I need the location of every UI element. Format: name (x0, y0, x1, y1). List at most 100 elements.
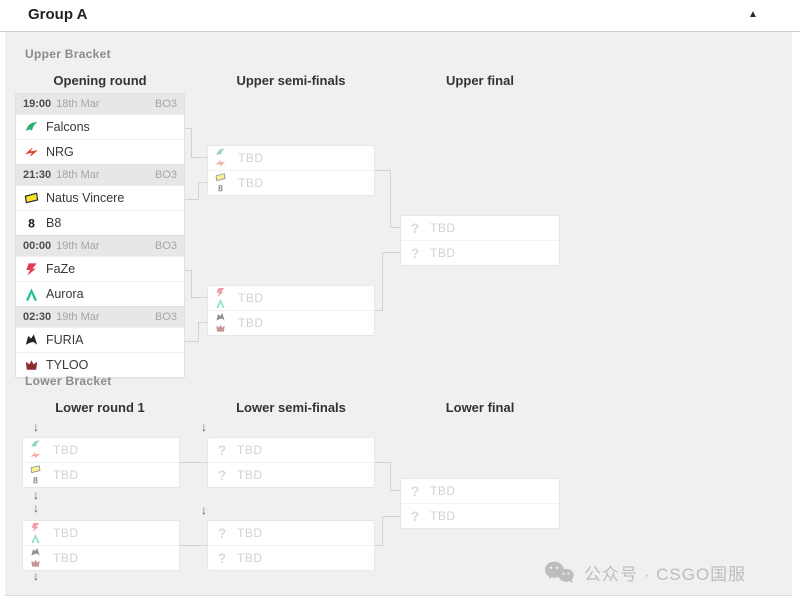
team-row-navi[interactable]: Natus Vincere (16, 185, 184, 210)
drop-arrow-icon: ↓ (33, 501, 39, 515)
team-row-furia[interactable]: FURIA (16, 327, 184, 352)
match-format-badge: BO3 (154, 169, 177, 181)
tbd-label: TBD (430, 484, 456, 498)
match-header: 00:00 19th Mar BO3 (16, 236, 184, 256)
drop-arrow-icon: ↓ (201, 503, 207, 517)
tbd-slot: ? TBD (401, 240, 559, 265)
tbd-label: TBD (53, 468, 79, 482)
tbd-label: TBD (53, 551, 79, 565)
tbd-label: TBD (430, 246, 456, 260)
candidate-logos-furia-tyloo (215, 312, 230, 334)
match-date: 18th Mar (56, 98, 100, 110)
lower-semifinal-2[interactable]: ? TBD ? TBD (207, 520, 375, 571)
aurora-logo (23, 286, 39, 302)
falcons-logo (216, 148, 225, 156)
tbd-slot: ? TBD (208, 521, 374, 545)
team-name: NRG (46, 145, 74, 159)
b8-logo: 8 (23, 215, 39, 231)
question-icon: ? (217, 467, 227, 483)
bracket-connector (382, 252, 383, 311)
b8-logo: 8 (33, 476, 38, 486)
bracket-connector (390, 170, 391, 228)
bracket-connector (382, 252, 400, 253)
tyloo-logo (216, 324, 225, 332)
drop-arrow-icon: ↓ (201, 420, 207, 434)
svg-text:8: 8 (218, 184, 223, 194)
bracket-connector (191, 297, 207, 298)
team-row-faze[interactable]: FaZe (16, 256, 184, 281)
upper-semifinal-1[interactable]: TBD 8 TBD (207, 145, 375, 196)
bracket-connector (191, 128, 192, 158)
upper-bracket-label: Upper Bracket (25, 47, 111, 61)
match-box-furia-tyloo[interactable]: 02:30 19th Mar BO3 FURIA TYLOO (15, 306, 185, 378)
match-time: 19:00 (23, 98, 52, 110)
tbd-slot: ? TBD (401, 216, 559, 240)
team-row-falcons[interactable]: Falcons (16, 114, 184, 139)
team-row-tyloo[interactable]: TYLOO (16, 352, 184, 377)
furia-logo (216, 313, 225, 321)
candidate-logos-faze-aurora (30, 522, 45, 544)
tbd-slot: ? TBD (208, 462, 374, 487)
bracket-connector (375, 545, 383, 546)
tbd-label: TBD (238, 291, 264, 305)
candidate-logos-faze-aurora (215, 287, 230, 309)
tbd-label: TBD (237, 443, 263, 457)
tbd-label: TBD (237, 526, 263, 540)
match-format-badge: BO3 (154, 240, 177, 252)
match-date: 18th Mar (56, 169, 100, 181)
match-box-navi-b8[interactable]: 21:30 18th Mar BO3 Natus Vincere 8 B8 (15, 164, 185, 236)
team-name: B8 (46, 216, 62, 230)
upper-final[interactable]: ? TBD ? TBD (400, 215, 560, 266)
tbd-slot: 8 TBD (23, 462, 179, 487)
question-icon: ? (410, 508, 420, 524)
faze-logo (216, 288, 225, 297)
nrg-logo (30, 451, 41, 459)
match-format-badge: BO3 (154, 311, 177, 323)
match-header: 02:30 19th Mar BO3 (16, 307, 184, 327)
lower-bracket-label: Lower Bracket (25, 374, 112, 388)
nrg-logo (23, 144, 39, 160)
tbd-label: TBD (430, 221, 456, 235)
tbd-slot: ? TBD (208, 545, 374, 570)
upper-semifinal-2[interactable]: TBD TBD (207, 285, 375, 336)
team-name: TYLOO (46, 358, 89, 372)
lower-semifinal-1[interactable]: ? TBD ? TBD (207, 437, 375, 488)
question-icon: ? (410, 483, 420, 499)
drop-arrow-icon: ↓ (33, 569, 39, 583)
navi-logo (30, 465, 41, 474)
column-header-upper-semifinals: Upper semi-finals (236, 73, 346, 88)
lower-round1-match-1[interactable]: TBD 8 TBD (22, 437, 180, 488)
bracket-connector (375, 310, 383, 311)
column-header-lower-round-1: Lower round 1 (55, 400, 145, 415)
watermark-text: 公众号 · CSGO国服 (584, 565, 747, 584)
navi-logo (215, 173, 226, 182)
bracket-connector (382, 516, 383, 546)
column-header-opening-round: Opening round (53, 73, 147, 88)
navi-logo (23, 190, 39, 206)
team-row-b8[interactable]: 8 B8 (16, 210, 184, 235)
collapse-caret-icon[interactable]: ▲ (748, 9, 758, 20)
tbd-label: TBD (430, 509, 456, 523)
question-icon: ? (217, 525, 227, 541)
match-box-faze-aurora[interactable]: 00:00 19th Mar BO3 FaZe Aurora (15, 235, 185, 307)
bracket-connector (191, 157, 207, 158)
team-row-nrg[interactable]: NRG (16, 139, 184, 164)
lower-final[interactable]: ? TBD ? TBD (400, 478, 560, 529)
match-header: 21:30 18th Mar BO3 (16, 165, 184, 185)
team-row-aurora[interactable]: Aurora (16, 281, 184, 306)
lower-round1-match-2[interactable]: TBD TBD (22, 520, 180, 571)
tbd-label: TBD (238, 151, 264, 165)
bracket-connector (375, 170, 391, 171)
match-time: 02:30 (23, 311, 52, 323)
bracket-connector (185, 199, 199, 200)
faze-logo (31, 523, 40, 532)
question-icon: ? (410, 245, 420, 261)
match-box-falcons-nrg[interactable]: 19:00 18th Mar BO3 Falcons NRG (15, 93, 185, 165)
candidate-logos-furia-tyloo (30, 547, 45, 569)
team-name: Natus Vincere (46, 191, 125, 205)
page-title: Group A (28, 6, 88, 23)
tbd-slot: ? TBD (208, 438, 374, 462)
team-name: FaZe (46, 262, 76, 276)
column-header-lower-final: Lower final (445, 400, 515, 415)
candidate-logos-falcons-nrg (215, 147, 230, 169)
